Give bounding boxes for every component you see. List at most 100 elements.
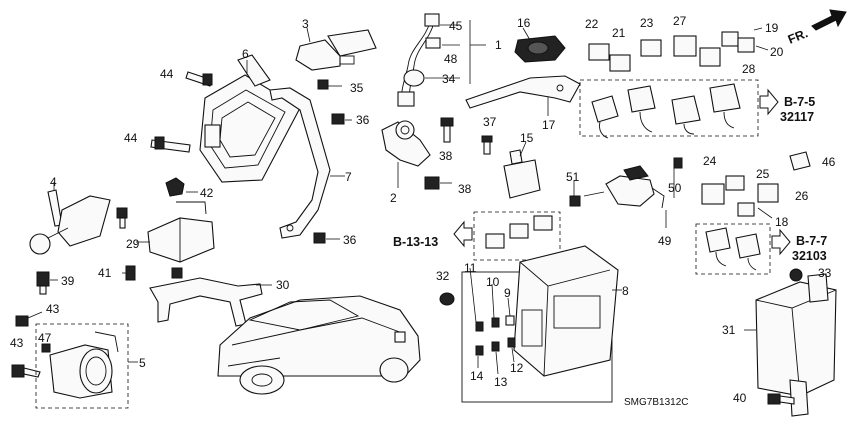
callout-25: 25 xyxy=(756,167,770,181)
callout-50: 50 xyxy=(668,181,682,195)
callout-47: 47 xyxy=(38,331,52,345)
ref-b-7-7: B-7-7 xyxy=(796,234,827,248)
part-4-height-sensor xyxy=(29,182,111,255)
callout-13: 13 xyxy=(494,375,508,389)
callout-22: 22 xyxy=(585,17,599,31)
callout-43-upper: 43 xyxy=(46,302,60,316)
bolt-40 xyxy=(767,393,795,405)
callout-15: 15 xyxy=(520,131,534,145)
callout-33: 33 xyxy=(818,266,832,280)
bolt-38-lower xyxy=(424,176,452,190)
front-direction-arrow xyxy=(811,9,847,31)
callout-48: 48 xyxy=(444,52,458,66)
callout-29: 29 xyxy=(126,237,140,251)
small-fuses xyxy=(469,267,516,375)
reference-labels: B-7-5 32117 B-7-7 32103 B-13-13 FR. SMG7… xyxy=(393,26,827,408)
part-7-bracket xyxy=(269,87,345,239)
callout-4: 4 xyxy=(50,175,57,189)
part-29-module xyxy=(136,201,215,263)
callout-38-upper: 38 xyxy=(439,149,453,163)
callout-23: 23 xyxy=(640,16,654,30)
part-5-siren xyxy=(35,323,138,409)
callout-26: 26 xyxy=(795,189,809,203)
callout-1: 1 xyxy=(495,38,502,52)
part-3-module xyxy=(295,27,377,71)
callout-34: 34 xyxy=(442,72,456,86)
callout-10: 10 xyxy=(486,275,500,289)
bolt-51 xyxy=(569,180,581,207)
callout-14: 14 xyxy=(470,369,484,383)
callout-42: 42 xyxy=(200,186,214,200)
bolt-36-upper xyxy=(331,113,352,125)
bolt-43-lower xyxy=(11,364,41,378)
relay-sockets-lower xyxy=(695,223,791,275)
part-2-lock-cylinder xyxy=(381,120,431,188)
callout-11: 11 xyxy=(464,261,477,275)
part-8-fuse-box xyxy=(461,245,622,403)
callout-8: 8 xyxy=(622,284,629,298)
callout-5: 5 xyxy=(139,356,146,370)
callout-44-lower: 44 xyxy=(124,131,138,145)
callout-16: 16 xyxy=(517,16,531,30)
callout-18: 18 xyxy=(775,215,789,229)
ref-b-13-13: B-13-13 xyxy=(393,235,438,249)
callout-40: 40 xyxy=(733,391,747,405)
relay-cluster-top xyxy=(588,27,769,72)
callout-35-upper: 35 xyxy=(350,81,364,95)
bolt-44-upper xyxy=(185,71,213,87)
callout-21: 21 xyxy=(612,26,626,40)
callout-20: 20 xyxy=(770,45,784,59)
bolt-38-upper xyxy=(440,117,454,143)
ref-b-7-5: B-7-5 xyxy=(784,95,815,109)
bolt-43-upper xyxy=(15,311,43,327)
callout-38-lower: 38 xyxy=(458,182,472,196)
callout-36-upper: 36 xyxy=(356,113,370,127)
callout-45: 45 xyxy=(449,19,463,33)
nut-42 xyxy=(165,177,198,197)
fuse-connectors xyxy=(453,211,561,261)
callout-44-upper: 44 xyxy=(160,67,174,81)
callout-31: 31 xyxy=(722,323,736,337)
part-1-harness xyxy=(397,13,486,107)
car-silhouette xyxy=(217,295,421,395)
callout-12: 12 xyxy=(510,361,524,375)
callout-41: 41 xyxy=(98,266,112,280)
bolt-35-upper xyxy=(317,79,342,90)
bolt-33 xyxy=(789,268,803,282)
bolt-44-lower xyxy=(150,136,191,153)
bolt-50 xyxy=(673,157,683,169)
callout-46: 46 xyxy=(822,155,836,169)
callout-51: 51 xyxy=(566,170,580,184)
callout-9: 9 xyxy=(504,286,511,300)
callout-3: 3 xyxy=(302,17,309,31)
bolt-35-left xyxy=(116,207,128,229)
nut-32 xyxy=(439,292,455,306)
part-17-key-blade xyxy=(465,75,581,116)
callout-39: 39 xyxy=(61,274,75,288)
callout-36-lower: 36 xyxy=(343,233,357,247)
callout-19: 19 xyxy=(765,21,779,35)
part-31-control-unit xyxy=(744,273,837,417)
callout-43-lower: 43 xyxy=(10,336,24,350)
direction-label: FR. xyxy=(786,26,810,47)
ref-32117: 32117 xyxy=(780,110,814,124)
part-49-sensor xyxy=(583,165,675,228)
part-30-bracket xyxy=(149,267,272,327)
part-47-clip xyxy=(41,343,51,353)
callout-labels: 1 2 3 4 5 6 7 8 9 10 11 12 13 14 15 16 1… xyxy=(10,14,836,405)
bolt-39 xyxy=(36,271,58,295)
callout-49: 49 xyxy=(658,234,672,248)
bolt-36-lower xyxy=(313,232,340,244)
callout-32: 32 xyxy=(436,269,450,283)
part-6-control-unit xyxy=(199,54,301,183)
callout-7: 7 xyxy=(345,170,352,184)
ref-32103: 32103 xyxy=(792,249,827,263)
callout-28: 28 xyxy=(742,62,756,76)
callout-27: 27 xyxy=(673,14,687,28)
callout-6: 6 xyxy=(242,47,249,61)
bolt-41 xyxy=(122,265,136,281)
relay-cluster-lower xyxy=(701,151,811,219)
callout-30: 30 xyxy=(276,278,290,292)
bolt-37 xyxy=(481,135,493,155)
callout-2: 2 xyxy=(390,191,397,205)
